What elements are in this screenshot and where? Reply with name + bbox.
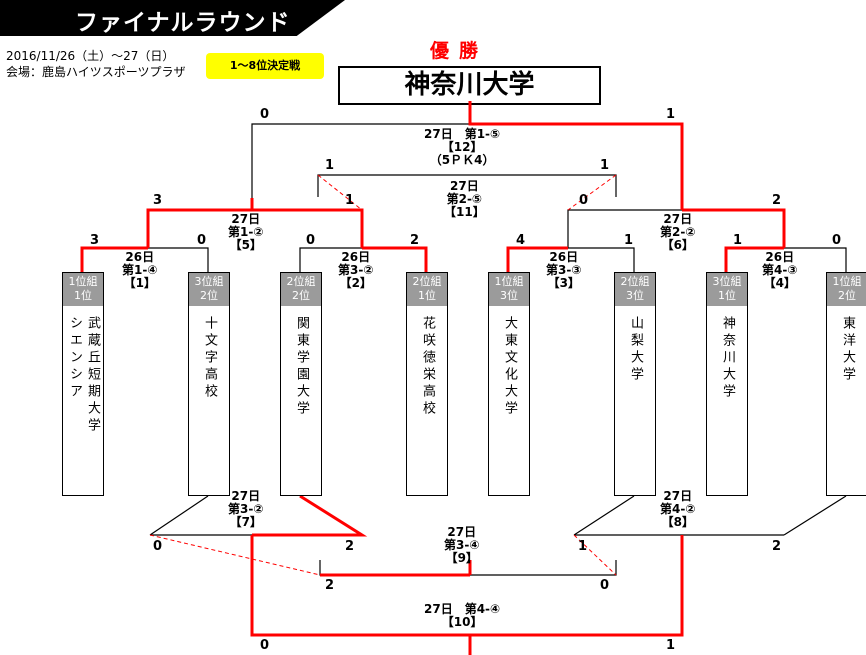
score: 0 <box>197 233 207 248</box>
match-label: 27日第3-④【9】 <box>444 525 480 565</box>
loser-link <box>149 534 321 576</box>
match-label: 26日第3-②【2】 <box>338 250 374 290</box>
score: 2 <box>345 539 355 554</box>
winner-line <box>724 246 784 272</box>
score: 0 <box>260 107 270 122</box>
winner-line <box>250 535 472 655</box>
champion-label: 優勝 <box>430 40 489 62</box>
bracket-line <box>784 247 847 272</box>
score: 1 <box>666 638 676 653</box>
winner-line <box>506 246 568 272</box>
bracket-line <box>149 495 209 536</box>
score: 1 <box>578 539 588 554</box>
champion-box: 神奈川大学 <box>338 66 601 105</box>
score: 0 <box>260 638 270 653</box>
score: 3 <box>153 193 163 208</box>
loser-link <box>573 534 617 576</box>
winner-line <box>682 208 786 248</box>
score: 2 <box>772 193 782 208</box>
winner-line <box>252 208 364 248</box>
bracket-line <box>783 495 847 536</box>
score: 1 <box>345 193 355 208</box>
winner-line <box>362 246 428 272</box>
winner-line <box>146 208 252 248</box>
score: 1 <box>325 158 335 173</box>
score: 2 <box>325 578 335 593</box>
score: 1 <box>733 233 743 248</box>
score: 0 <box>306 233 316 248</box>
match-label: 27日 第1-⑤【12】（5ＰＫ4） <box>424 127 501 167</box>
match-label: 27日第2-⑤【11】 <box>444 179 485 219</box>
team-name: 山梨大学 <box>628 316 643 384</box>
match-label: 27日第3-②【7】 <box>228 489 264 529</box>
bracket-line <box>568 247 635 272</box>
team-name: 武蔵丘短期大学シエンシア <box>67 316 100 435</box>
team-name: 花咲徳栄高校 <box>420 316 435 418</box>
team-name: 神奈川大学 <box>720 316 735 401</box>
score: 3 <box>90 233 100 248</box>
match-label: 27日第1-②【5】 <box>228 212 264 252</box>
match-label: 26日第4-③【4】 <box>762 250 798 290</box>
score: 2 <box>772 539 782 554</box>
score: 1 <box>624 233 634 248</box>
bracket-line <box>148 247 209 272</box>
score: 0 <box>153 539 163 554</box>
winner-line <box>252 494 368 537</box>
match-label: 26日第1-④【1】 <box>122 250 158 290</box>
bracket-line <box>317 174 617 197</box>
team-name: 東洋大学 <box>840 316 855 384</box>
score: 1 <box>600 158 610 173</box>
winner-line <box>470 535 684 637</box>
champion-team: 神奈川大学 <box>404 70 535 100</box>
winner-line <box>468 101 684 210</box>
loser-link <box>567 174 617 211</box>
winner-line <box>80 246 148 272</box>
team-name: 十文字高校 <box>202 316 217 401</box>
score: 2 <box>410 233 420 248</box>
match-label: 27日第2-②【6】 <box>660 212 696 252</box>
score: 0 <box>600 578 610 593</box>
score: 0 <box>832 233 842 248</box>
score: 4 <box>516 233 526 248</box>
round-badge: 1～8位決定戦 <box>206 53 324 79</box>
bracket-line <box>299 247 362 272</box>
bracket-line <box>573 495 635 536</box>
team-name: 大東文化大学 <box>502 316 517 418</box>
match-label: 26日第3-③【3】 <box>546 250 582 290</box>
match-label: 27日第4-②【8】 <box>660 489 696 529</box>
title-banner: ファイナルラウンド <box>0 0 345 36</box>
score: 1 <box>666 107 676 122</box>
team-name: 関東学園大学 <box>294 316 309 418</box>
bracket-line <box>251 123 470 210</box>
match-label: 27日 第4-④【10】 <box>424 602 501 629</box>
loser-link <box>317 174 363 211</box>
score: 0 <box>579 193 589 208</box>
page-title: ファイナルラウンド <box>75 10 291 36</box>
event-date: 2016/11/26（土）～27（日） <box>6 49 175 63</box>
event-venue: 会場：鹿島ハイツスポーツプラザ <box>6 65 186 79</box>
